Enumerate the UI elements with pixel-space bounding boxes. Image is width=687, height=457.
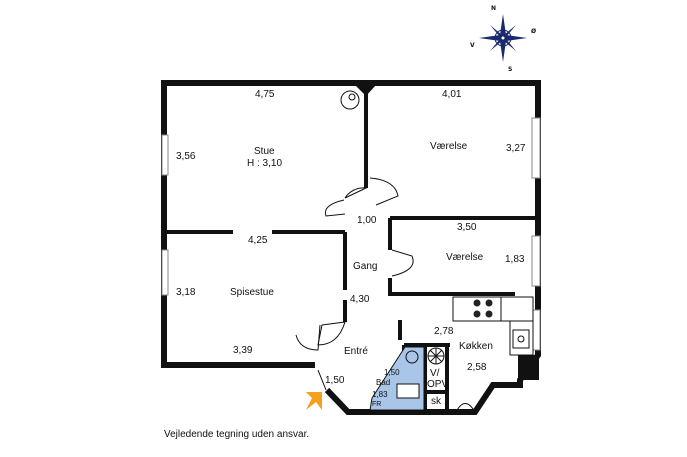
kitchen-corner-block bbox=[518, 355, 539, 380]
spisestue-bottom: 3,39 bbox=[233, 345, 253, 356]
vopv-line1: V/ bbox=[430, 368, 440, 379]
doors bbox=[295, 177, 476, 413]
vaerelse2-depth: 1,83 bbox=[505, 254, 525, 265]
stue-depth: 3,56 bbox=[176, 151, 196, 162]
vaerelse2-label: Værelse bbox=[446, 252, 484, 263]
stove-icon bbox=[340, 90, 360, 110]
spisestue-width: 4,25 bbox=[248, 235, 268, 246]
spisestue-label: Spisestue bbox=[230, 287, 274, 298]
vaerelse2-width: 3,50 bbox=[457, 222, 477, 233]
entre-label: Entré bbox=[344, 346, 368, 357]
vopv-line2: OPV bbox=[427, 379, 449, 390]
bad-label: Bad bbox=[376, 378, 391, 387]
chimney-wedge bbox=[355, 85, 376, 96]
stue-width: 4,75 bbox=[255, 89, 275, 100]
bath-sink-icon bbox=[405, 350, 419, 364]
compass-south: S bbox=[508, 66, 513, 73]
bad-width: 1,50 bbox=[384, 368, 400, 377]
kokken-depth: 2,58 bbox=[467, 362, 487, 373]
compass-rose-icon bbox=[479, 14, 527, 62]
spisestue-depth: 3,18 bbox=[176, 287, 196, 298]
entre-width: 1,50 bbox=[325, 375, 345, 386]
gang-label: Gang bbox=[353, 261, 378, 272]
entrance-arrow-icon bbox=[306, 392, 322, 410]
kokken-label: Køkken bbox=[459, 341, 493, 352]
kitchen-sink-icon bbox=[512, 329, 530, 349]
compass-north: N bbox=[491, 5, 497, 12]
vaerelse1-label: Værelse bbox=[430, 141, 468, 152]
stue-label: Stue bbox=[254, 146, 275, 157]
windows bbox=[161, 117, 541, 351]
disclaimer-text: Vejledende tegning uden ansvar. bbox=[164, 429, 310, 440]
compass-west: V bbox=[470, 42, 475, 49]
vopv-sk: sk bbox=[431, 396, 441, 407]
bad-depth: 1,83 bbox=[372, 390, 388, 399]
gang-top: 1,00 bbox=[357, 215, 377, 226]
compass-east: Ø bbox=[531, 28, 537, 35]
bad-note: FR bbox=[372, 401, 382, 408]
gang-length: 4,30 bbox=[350, 294, 370, 305]
vaerelse1-width: 4,01 bbox=[442, 89, 462, 100]
stue-height: H : 3,10 bbox=[247, 158, 283, 169]
stove-hob-icon bbox=[473, 299, 493, 318]
boiler-icon bbox=[427, 347, 445, 365]
toilet-icon bbox=[396, 383, 420, 399]
kokken-width: 2,78 bbox=[434, 326, 454, 337]
vaerelse1-depth: 3,27 bbox=[506, 143, 526, 154]
